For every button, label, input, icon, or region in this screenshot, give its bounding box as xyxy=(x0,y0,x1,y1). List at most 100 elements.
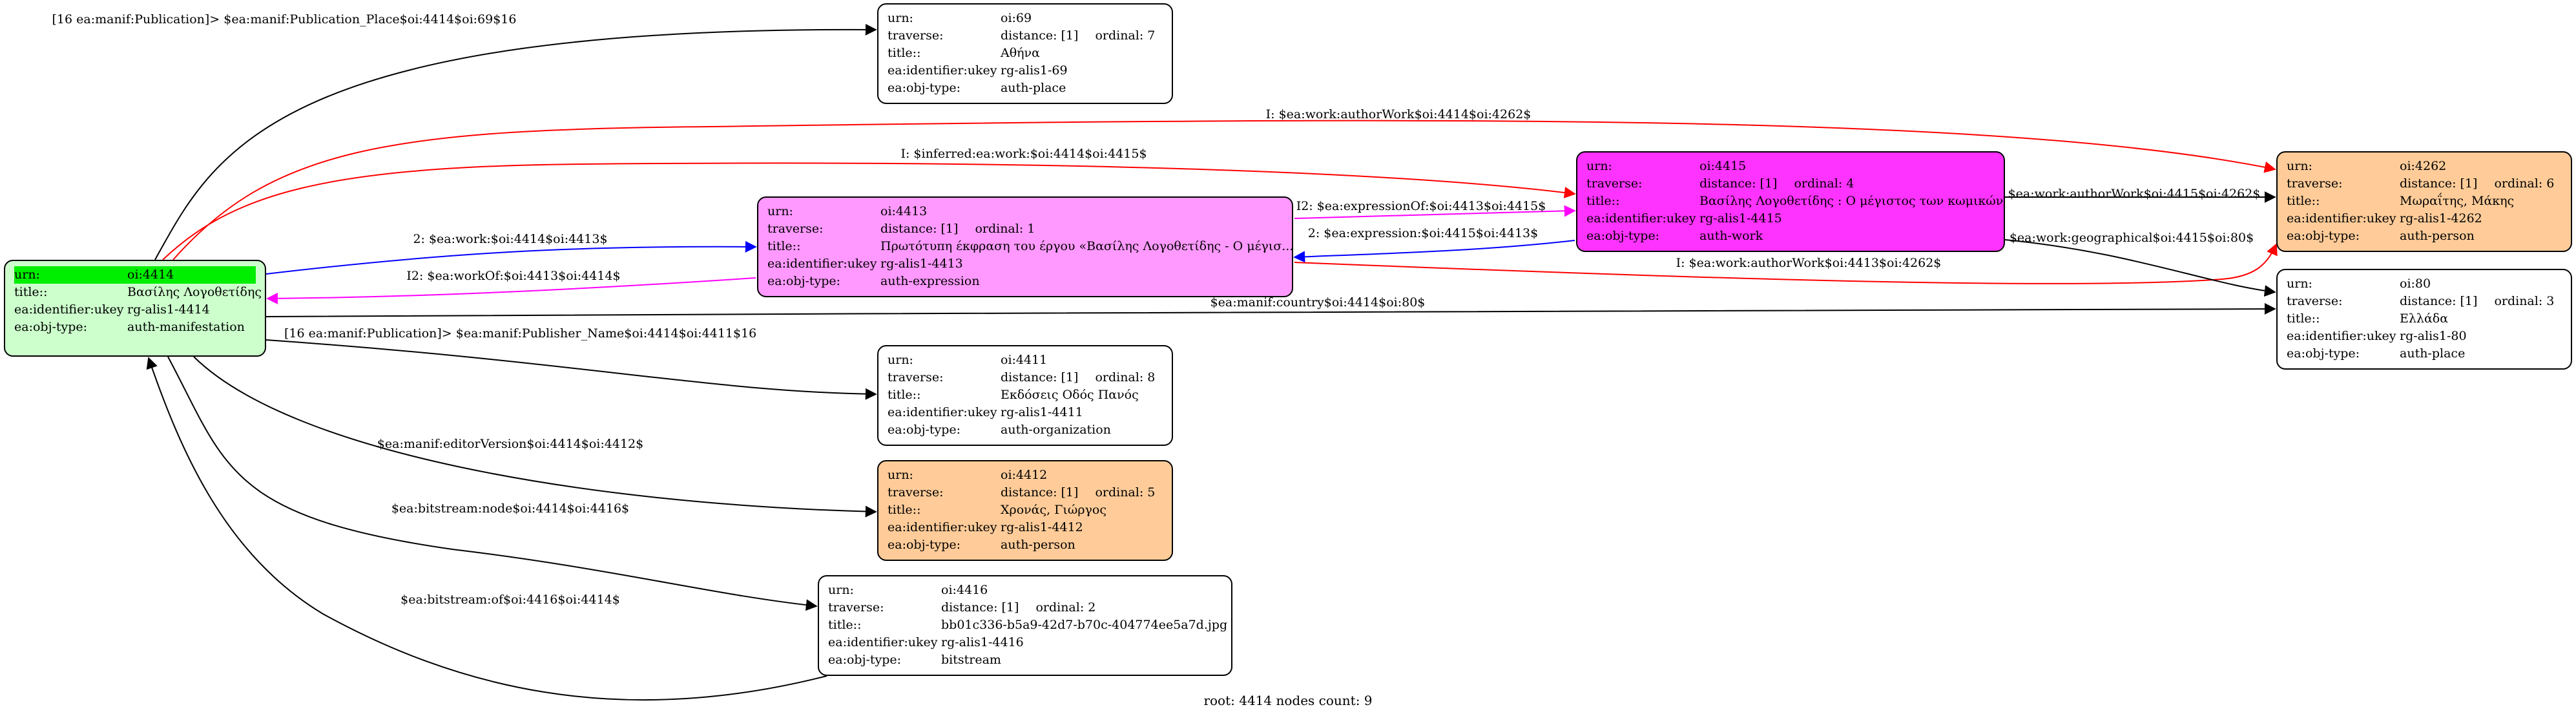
node-urn-row: urn:oi:4412 xyxy=(888,467,1163,484)
edge-oi4415-oi4413 xyxy=(1293,240,1575,263)
edge-oi4416-oi4414 xyxy=(146,357,827,701)
field-key: traverse: xyxy=(2287,294,2343,308)
field-key: ea:obj-type: xyxy=(888,423,961,437)
field-key: ea:obj-type: xyxy=(1586,229,1660,243)
field-key: ea:identifier:ukey xyxy=(14,302,124,317)
node-traverse-row: traverse: distance: [1] ordinal: 6 xyxy=(2287,175,2562,193)
node-urn: oi:4414 xyxy=(127,268,174,282)
node-urn-row: urn: oi:80 xyxy=(2287,275,2562,293)
node-title: bb01c336-b5a9-42d7-b70c-404774ee5a7d.jpg xyxy=(941,618,1228,632)
node-urn: oi:4413 xyxy=(880,204,928,218)
edge-label: I2: $ea:expressionOf:$oi:4413$oi:4415$ xyxy=(1296,199,1546,213)
node-ordinal: ordinal: 6 xyxy=(2494,176,2555,191)
node-oi-4416[interactable]: urn:oi:4416 traverse:distance: [1]ordina… xyxy=(818,575,1232,676)
edge-oi4414-oi69 xyxy=(154,23,877,260)
field-key: ea:identifier:ukey xyxy=(1586,211,1696,226)
node-title-row: title::Εκδόσεις Οδός Πανός xyxy=(888,386,1163,404)
field-key: traverse: xyxy=(2287,176,2343,191)
edge-label: $ea:work:authorWork$oi:4415$oi:4262$ xyxy=(2008,187,2261,201)
node-ukey-row: ea:identifier:ukey rg-alis1-80 xyxy=(2287,328,2562,345)
node-type-row: ea:obj-type:auth-person xyxy=(2287,227,2562,245)
edge-oi4413-oi4262 xyxy=(1294,243,2278,284)
node-type-row: ea:obj-type:auth-expression xyxy=(767,273,1283,290)
field-key: ea:obj-type: xyxy=(888,81,961,95)
edge-oi4414-oi4411 xyxy=(265,339,877,400)
field-key: title:: xyxy=(767,239,801,253)
edge-oi4414-oi4413 xyxy=(265,240,757,275)
node-title-row: title::Αθήνα xyxy=(888,45,1163,62)
node-oi-4262[interactable]: urn:oi:4262 traverse:distance: [1]ordina… xyxy=(2276,151,2572,252)
edge-label: $ea:manif:country$oi:4414$oi:80$ xyxy=(1210,295,1426,310)
node-ukey: rg-alis1-4416 xyxy=(941,635,1024,649)
node-traverse-row: traverse:distance: [1]ordinal: 7 xyxy=(888,27,1163,45)
edge-oi4413-oi4414 xyxy=(266,277,756,304)
node-type-row: ea:obj-type:auth-organization xyxy=(888,421,1163,439)
node-urn: oi:4416 xyxy=(941,583,988,597)
node-oi-69[interactable]: urn:oi:69 traverse:distance: [1]ordinal:… xyxy=(877,3,1173,104)
field-key: urn: xyxy=(2287,277,2312,291)
node-oi-4413[interactable]: urn:oi:4413 traverse:distance: [1]ordina… xyxy=(757,196,1293,297)
field-key: ea:identifier:ukey xyxy=(2287,211,2396,226)
node-title: Μωραΐτης, Μάκης xyxy=(2400,194,2515,208)
node-distance: distance: [1] xyxy=(1001,370,1079,384)
edge-label: $ea:bitstream:node$oi:4414$oi:4416$ xyxy=(391,501,629,516)
field-key: traverse: xyxy=(888,485,944,500)
node-ukey: rg-alis1-4415 xyxy=(1699,211,1782,226)
field-key: urn: xyxy=(888,468,913,482)
node-urn-row: urn:oi:4415 xyxy=(1586,158,1995,175)
node-ordinal: ordinal: 4 xyxy=(1794,176,1854,191)
field-key: ea:obj-type: xyxy=(14,320,88,334)
node-ukey: rg-alis1-4413 xyxy=(880,257,963,271)
node-ukey: rg-alis1-4262 xyxy=(2400,211,2482,226)
node-oi-80[interactable]: urn:oi:80 traverse:distance: [1]ordinal:… xyxy=(2276,269,2572,370)
node-urn: oi:80 xyxy=(2400,277,2431,291)
node-ukey: rg-alis1-80 xyxy=(2400,329,2467,343)
node-ordinal: ordinal: 5 xyxy=(1095,485,1156,500)
node-type-row: ea:obj-type:auth-manifestation xyxy=(14,319,256,336)
node-type: bitstream xyxy=(941,653,1001,667)
node-title: Εκδόσεις Οδός Πανός xyxy=(1001,388,1139,402)
field-key: ea:obj-type: xyxy=(888,538,961,552)
field-key: urn: xyxy=(1586,159,1612,173)
edge-label: I: $ea:work:authorWork$oi:4413$oi:4262$ xyxy=(1676,256,1942,270)
node-ukey-row: ea:identifier:ukey rg-alis1-4262 xyxy=(2287,210,2562,227)
node-urn-row: urn:oi:69 xyxy=(888,10,1163,27)
node-oi-4411[interactable]: urn:oi:4411 traverse:distance: [1]ordina… xyxy=(877,345,1173,446)
node-title-row: title::Βασίλης Λογοθετίδης xyxy=(14,284,262,301)
node-ukey: rg-alis1-4412 xyxy=(1001,520,1083,534)
node-title-row: title::Μωραΐτης, Μάκης xyxy=(2287,193,2562,210)
node-title-row: title::Πρωτότυπη έκφραση του έργου «Βασί… xyxy=(767,238,1293,255)
field-key: ea:identifier:ukey xyxy=(888,63,997,78)
node-type-row: ea:obj-type:auth-place xyxy=(888,79,1163,97)
field-key: traverse: xyxy=(1586,176,1643,191)
node-type: auth-person xyxy=(1001,538,1075,552)
node-type-row: ea:obj-type: auth-work xyxy=(1586,227,1995,245)
node-type: auth-work xyxy=(1699,229,1763,243)
edge-label: $ea:manif:editorVersion$oi:4414$oi:4412$ xyxy=(377,437,643,451)
node-traverse-row: traverse:distance: [1]ordinal: 4 xyxy=(1586,175,1995,193)
node-ordinal: ordinal: 8 xyxy=(1095,370,1156,384)
node-urn-row: urn:oi:4411 xyxy=(888,352,1163,369)
node-urn: oi:4262 xyxy=(2400,159,2447,173)
node-distance: distance: [1] xyxy=(2400,294,2478,308)
node-title-row: title::bb01c336-b5a9-42d7-b70c-404774ee5… xyxy=(828,616,1227,634)
edge-oi4414-oi4412 xyxy=(193,356,877,518)
field-key: ea:identifier:ukey xyxy=(2287,329,2396,343)
edge-oi4414-oi4416 xyxy=(167,356,818,611)
edge-oi4414-oi80 xyxy=(265,302,2276,317)
edge-oi4413-oi4415 xyxy=(1294,205,1576,219)
edge-oi4415-oi80 xyxy=(2004,239,2276,297)
node-oi-4415[interactable]: urn:oi:4415 traverse:distance: [1]ordina… xyxy=(1576,151,2005,252)
node-oi-4412[interactable]: urn:oi:4412 traverse:distance: [1]ordina… xyxy=(877,460,1173,561)
node-distance: distance: [1] xyxy=(2400,176,2478,191)
field-key: urn: xyxy=(888,353,913,367)
field-key: urn: xyxy=(14,268,40,282)
field-key: traverse: xyxy=(767,222,824,236)
node-oi-4414[interactable]: urn: oi:4414 title::Βασίλης Λογοθετίδης e… xyxy=(4,260,266,357)
node-ukey: rg-alis1-4414 xyxy=(127,302,210,317)
